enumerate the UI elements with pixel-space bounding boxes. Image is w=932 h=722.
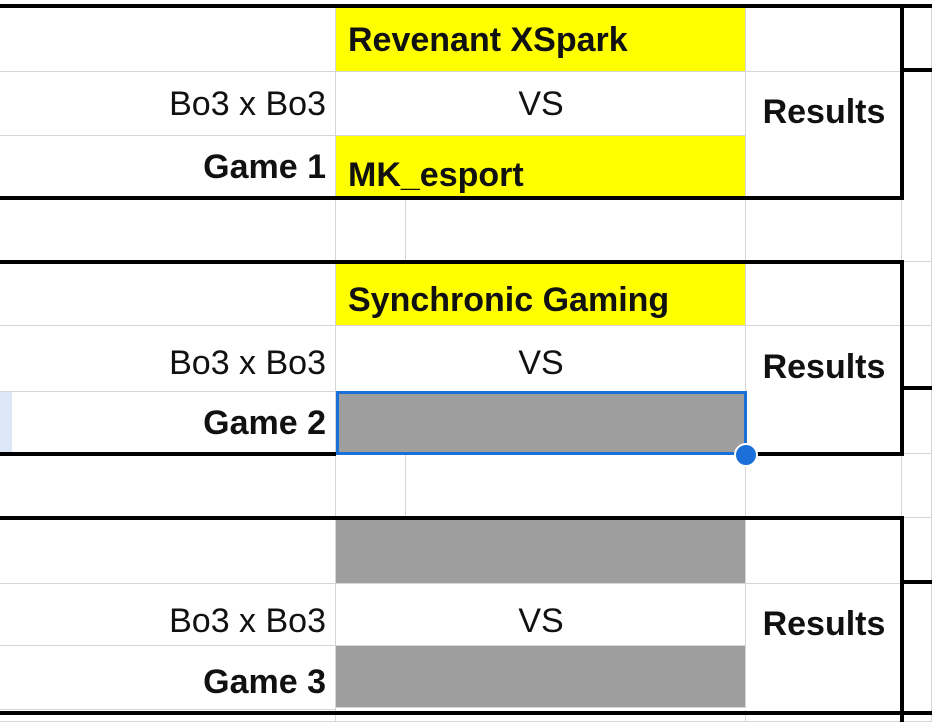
block-border-bottom [746, 452, 904, 456]
match-format-label: Bo3 x Bo3 [169, 84, 326, 123]
cell[interactable] [902, 8, 932, 72]
team-a-name: Revenant XSpark [348, 20, 628, 59]
cell[interactable] [902, 584, 932, 722]
cell[interactable] [902, 72, 932, 200]
block-border-top [0, 4, 932, 8]
block-border-right [900, 260, 904, 456]
block-border-top [0, 516, 904, 520]
cell[interactable] [902, 326, 932, 454]
game-number-label: Game 2 [203, 403, 326, 442]
cell[interactable] [902, 262, 932, 326]
block-border-bottom [0, 196, 904, 200]
cell[interactable] [0, 198, 336, 262]
game-number-label: Game 1 [203, 147, 326, 186]
cell[interactable] [0, 8, 336, 72]
team-a-cell-match-2[interactable] [336, 262, 746, 326]
results-label: Results [762, 347, 886, 386]
cell[interactable] [336, 454, 406, 518]
team-a-cell-match-3[interactable] [336, 518, 746, 584]
results-cell-match-2[interactable] [746, 326, 902, 454]
vs-label: VS [518, 343, 564, 382]
selected-cell-outline[interactable] [336, 391, 747, 455]
cell[interactable] [0, 518, 336, 584]
block-border-right [900, 516, 904, 722]
cell[interactable] [746, 262, 902, 326]
game-number-label: Game 3 [203, 662, 326, 701]
cell[interactable] [746, 198, 902, 262]
cell[interactable] [406, 454, 746, 518]
fill-handle[interactable] [734, 443, 758, 467]
match-format-label: Bo3 x Bo3 [169, 343, 326, 382]
format-cell-match-3[interactable] [0, 584, 336, 646]
team-a-cell-match-1[interactable] [336, 8, 746, 72]
results-label: Results [762, 92, 886, 131]
row-header-highlight [0, 392, 12, 454]
cell[interactable] [406, 198, 746, 262]
vs-cell-match-3[interactable] [336, 584, 746, 646]
bracket-connector [904, 68, 932, 72]
vs-label: VS [518, 601, 564, 640]
cell[interactable] [336, 198, 406, 262]
vs-label: VS [518, 84, 564, 123]
team-a-name [336, 518, 746, 584]
team-b-cell-match-2[interactable] [336, 392, 746, 454]
cell[interactable] [902, 518, 932, 584]
bracket-connector [904, 386, 932, 390]
cell[interactable] [902, 198, 932, 262]
format-cell-match-1[interactable] [0, 72, 336, 136]
team-b-name: MK_esport [348, 155, 524, 194]
game-cell-match-3[interactable] [0, 646, 336, 710]
bracket-connector [904, 580, 932, 584]
block-border-right [900, 4, 904, 200]
block-border-bottom [0, 452, 336, 456]
cell[interactable] [0, 262, 336, 326]
team-b-cell-match-3[interactable] [336, 646, 746, 708]
team-b-name [336, 646, 746, 708]
results-cell-match-3[interactable] [746, 584, 902, 722]
cell[interactable] [746, 518, 902, 584]
cell[interactable] [0, 454, 336, 518]
cell[interactable] [746, 454, 902, 518]
cell[interactable] [902, 454, 932, 518]
vs-cell-match-1[interactable] [336, 72, 746, 136]
team-a-name: Synchronic Gaming [348, 280, 670, 319]
block-border-bottom [0, 711, 932, 715]
format-cell-match-2[interactable] [0, 326, 336, 392]
results-cell-match-1[interactable] [746, 72, 902, 200]
cell[interactable] [746, 8, 902, 72]
vs-cell-match-2[interactable] [336, 326, 746, 392]
results-label: Results [762, 604, 886, 643]
block-border-top [0, 260, 904, 264]
match-format-label: Bo3 x Bo3 [169, 601, 326, 640]
